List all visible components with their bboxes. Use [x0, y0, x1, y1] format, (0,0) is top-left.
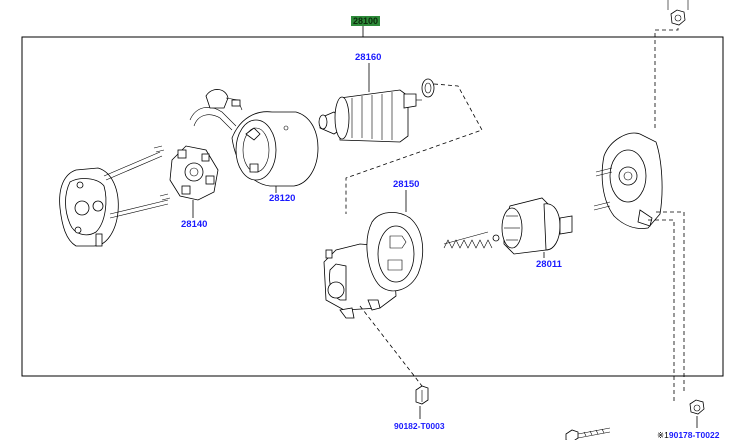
label-nut[interactable]: ※190178-T0022 — [657, 430, 719, 441]
top-nut-leader — [654, 28, 679, 128]
label-clutch[interactable]: 28011 — [536, 259, 562, 270]
bolt-leader-dashed — [648, 219, 675, 402]
clutch — [501, 197, 573, 255]
spring — [443, 231, 500, 249]
field-frame — [189, 89, 319, 187]
assembly-frame — [21, 36, 724, 377]
top-nut — [667, 0, 689, 26]
brush-holder — [169, 145, 219, 201]
armature — [318, 78, 435, 143]
armature-leader-dashed — [345, 83, 483, 214]
bottom-nut-leader — [656, 211, 685, 392]
nut-prefix: ※1 — [657, 430, 669, 440]
bottom-nut — [689, 399, 705, 415]
assembly-part-number: 28100 — [351, 16, 381, 26]
label-brush-holder[interactable]: 28140 — [181, 219, 208, 230]
drive-housing — [593, 132, 663, 229]
label-armature[interactable]: 28160 — [355, 52, 382, 63]
small-bolt — [415, 385, 429, 405]
magnetic-switch — [323, 212, 423, 319]
long-bolt — [565, 427, 611, 443]
label-bolt[interactable]: 90182-T0003 — [394, 421, 445, 431]
label-field-frame[interactable]: 28120 — [269, 193, 296, 204]
end-cover — [59, 145, 171, 247]
small-bolt-leader — [359, 305, 423, 387]
label-magnetic-switch[interactable]: 28150 — [393, 179, 420, 190]
nut-part-number: 90178-T0022 — [668, 430, 720, 440]
